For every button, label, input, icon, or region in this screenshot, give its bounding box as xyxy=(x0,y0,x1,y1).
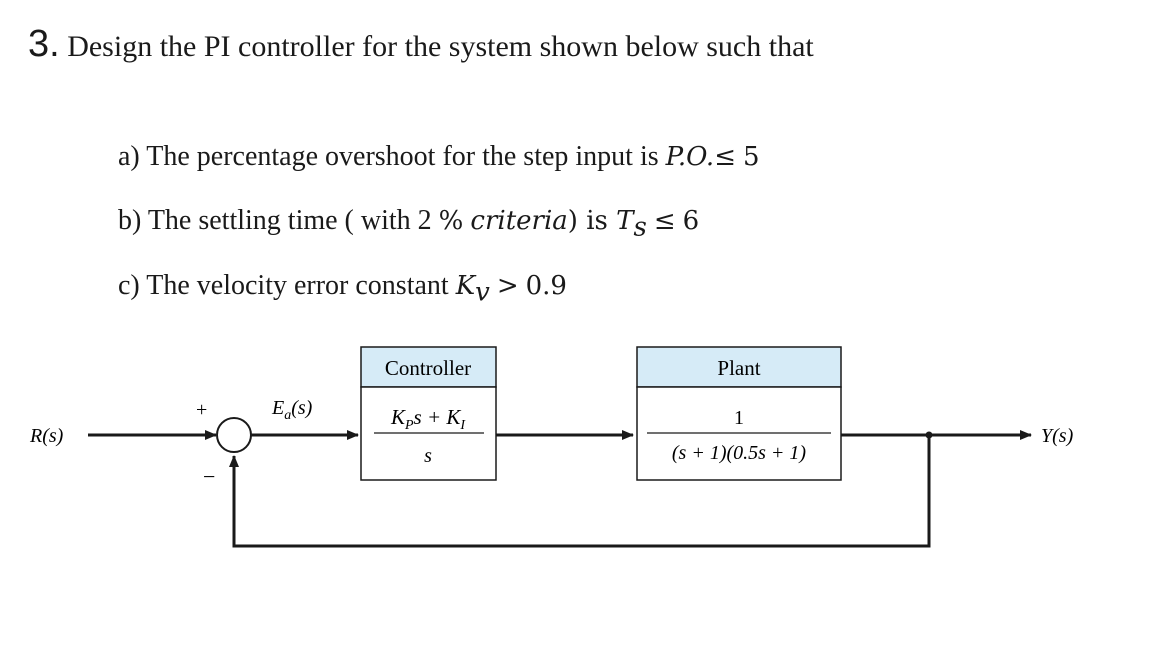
controller-header xyxy=(360,346,497,388)
requirement-b-value: 6 xyxy=(682,206,700,236)
controller-block: Controller KPs + KI s xyxy=(360,346,497,481)
requirement-c-text: c) The velocity error constant xyxy=(118,270,456,301)
plant-title: Plant xyxy=(717,356,760,380)
controller-title: Controller xyxy=(385,356,471,380)
controller-denominator: s xyxy=(424,445,432,467)
summing-junction xyxy=(216,417,252,453)
requirement-c-gt: > xyxy=(496,271,519,301)
question-number: 3. xyxy=(28,23,60,65)
requirement-c-subscript: v xyxy=(475,277,490,308)
requirement-b-close: ) is xyxy=(567,206,617,236)
controller-numerator: KPs + KI xyxy=(390,405,466,433)
requirement-b-percent: % xyxy=(438,206,464,236)
plant-numerator: 1 xyxy=(734,407,744,429)
plus-sign: + xyxy=(196,399,207,421)
plant-denominator: (s + 1)(0.5s + 1) xyxy=(672,442,807,464)
requirement-b-subscript: s xyxy=(633,212,647,243)
requirement-b-leq: ≤ xyxy=(653,206,676,236)
minus-sign: − xyxy=(203,464,215,489)
requirement-b-criteria: criteria xyxy=(470,206,568,236)
requirement-b-text: b) The settling time ( with 2 xyxy=(118,205,439,236)
input-label: R(s) xyxy=(29,425,64,447)
requirement-a-text: a) The percentage overshoot for the step… xyxy=(118,141,666,172)
plant-block: Plant 1 (s + 1)(0.5s + 1) xyxy=(636,346,842,481)
question-text: Design the PI controller for the system … xyxy=(67,30,814,63)
requirement-b-symbol: T xyxy=(616,206,634,236)
requirement-c: c) The velocity error constant Kv > 0.9 xyxy=(118,268,567,311)
plant-header xyxy=(636,346,842,388)
error-label: Ea(s) xyxy=(271,397,313,423)
output-label: Y(s) xyxy=(1041,425,1074,447)
requirement-b: b) The settling time ( with 2 % criteria… xyxy=(118,203,699,246)
feedback-path xyxy=(229,435,931,548)
question-heading: 3. Design the PI controller for the syst… xyxy=(28,24,814,67)
requirement-a-value: 5 xyxy=(742,142,760,172)
requirement-a-leq: ≤ xyxy=(714,142,736,172)
requirement-a-symbol: P.O. xyxy=(665,142,715,172)
requirement-c-symbol: K xyxy=(455,271,476,301)
requirement-a: a) The percentage overshoot for the step… xyxy=(118,139,760,175)
requirement-c-value: 0.9 xyxy=(525,271,567,301)
